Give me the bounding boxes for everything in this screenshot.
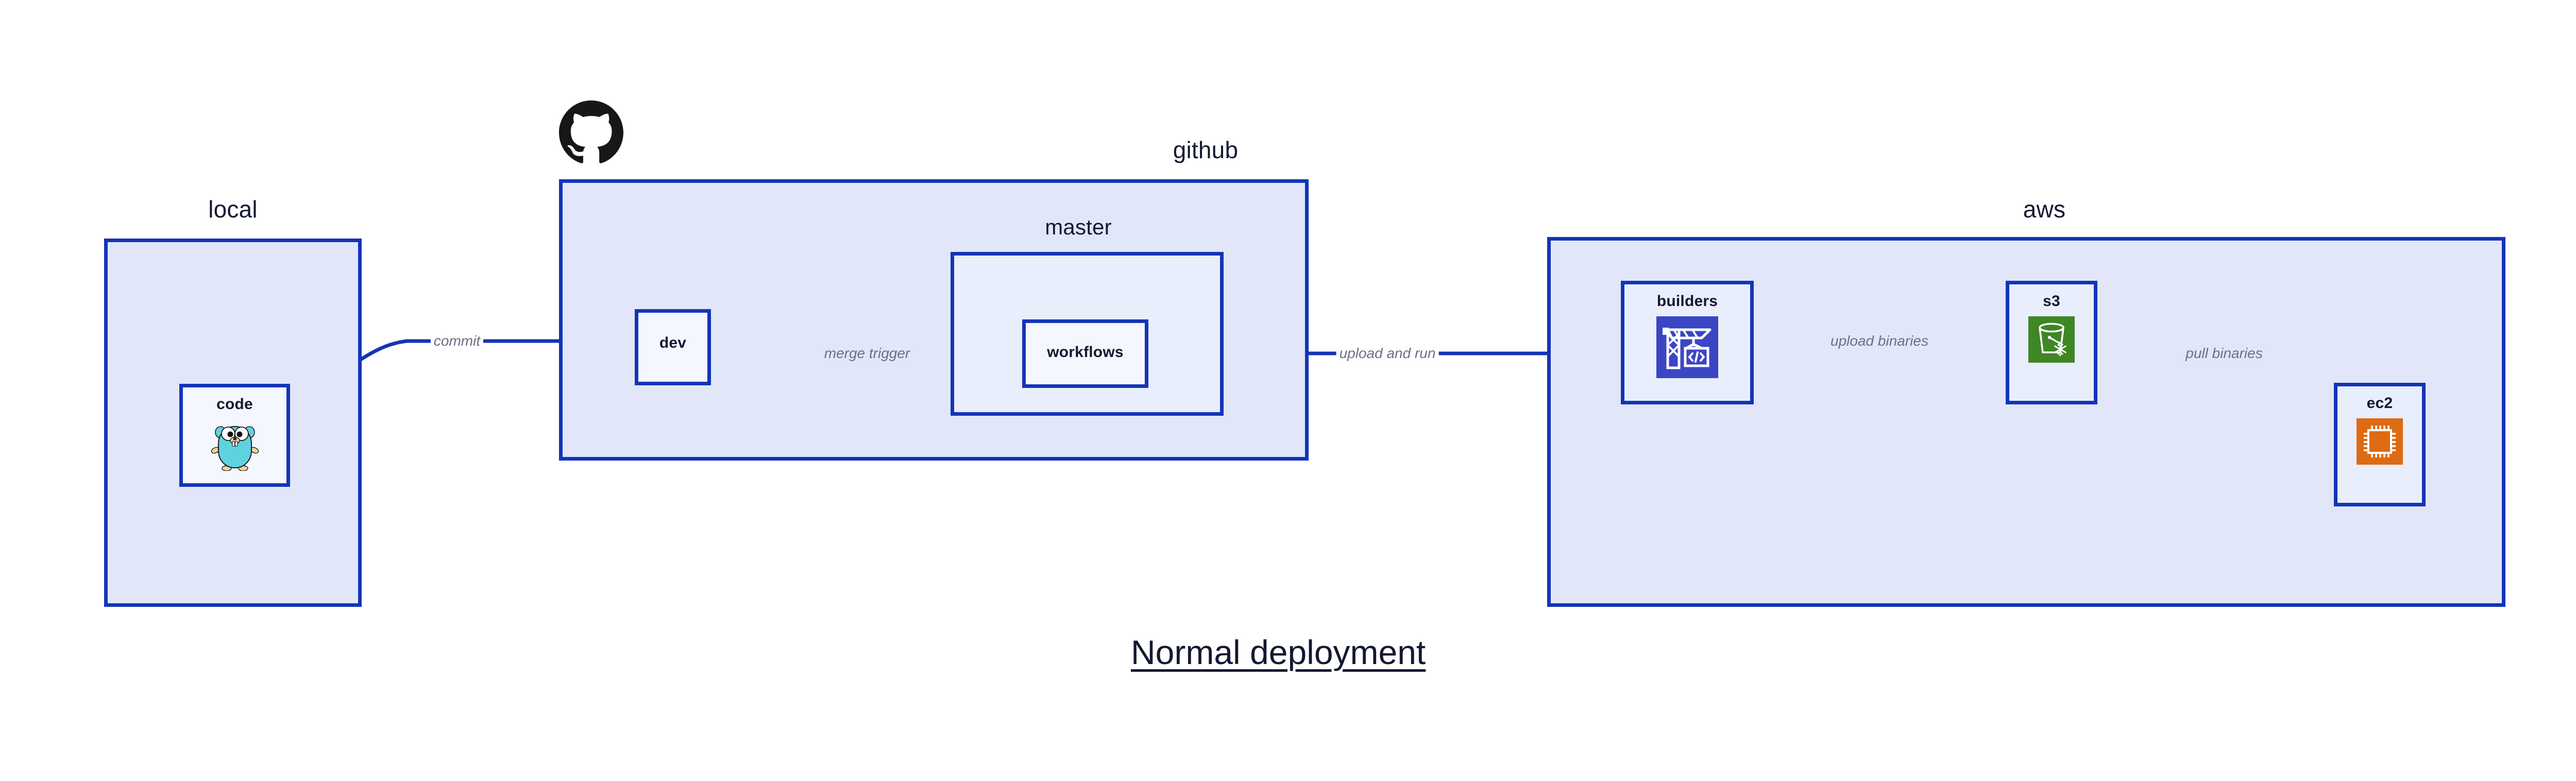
group-label-github: github bbox=[1173, 137, 1239, 163]
node-s3[interactable]: s3 bbox=[2006, 281, 2097, 404]
node-code-label: code bbox=[216, 396, 253, 413]
aws-s3-glacier-bucket-icon bbox=[2028, 316, 2075, 363]
aws-codebuild-crane-icon bbox=[1656, 316, 1718, 378]
group-label-aws: aws bbox=[2023, 196, 2066, 223]
group-label-master: master bbox=[1045, 215, 1112, 239]
edge-label-pull-binaries: pull binaries bbox=[2182, 346, 2266, 361]
edge-label-merge-trigger: merge trigger bbox=[821, 346, 913, 361]
node-builders-label: builders bbox=[1656, 293, 1718, 310]
node-code[interactable]: code bbox=[179, 384, 290, 487]
node-workflows[interactable]: workflows bbox=[1022, 319, 1148, 388]
aws-ec2-cpu-chip-icon bbox=[2357, 418, 2403, 465]
edge-label-commit: commit bbox=[430, 334, 484, 348]
edge-label-upload-binaries: upload binaries bbox=[1827, 334, 1931, 348]
github-octocat-logo bbox=[559, 100, 623, 165]
edge-label-upload-and-run: upload and run bbox=[1336, 346, 1439, 361]
node-dev-label: dev bbox=[659, 334, 687, 351]
node-workflows-label: workflows bbox=[1047, 344, 1124, 361]
node-ec2-label: ec2 bbox=[2366, 395, 2393, 412]
diagram-caption: Normal deployment bbox=[1131, 633, 1426, 671]
node-ec2[interactable]: ec2 bbox=[2334, 383, 2426, 506]
group-label-local: local bbox=[208, 196, 258, 223]
node-s3-label: s3 bbox=[2043, 293, 2060, 310]
go-gopher-icon bbox=[210, 419, 260, 471]
node-builders[interactable]: builders bbox=[1621, 281, 1754, 404]
node-dev[interactable]: dev bbox=[635, 309, 711, 385]
